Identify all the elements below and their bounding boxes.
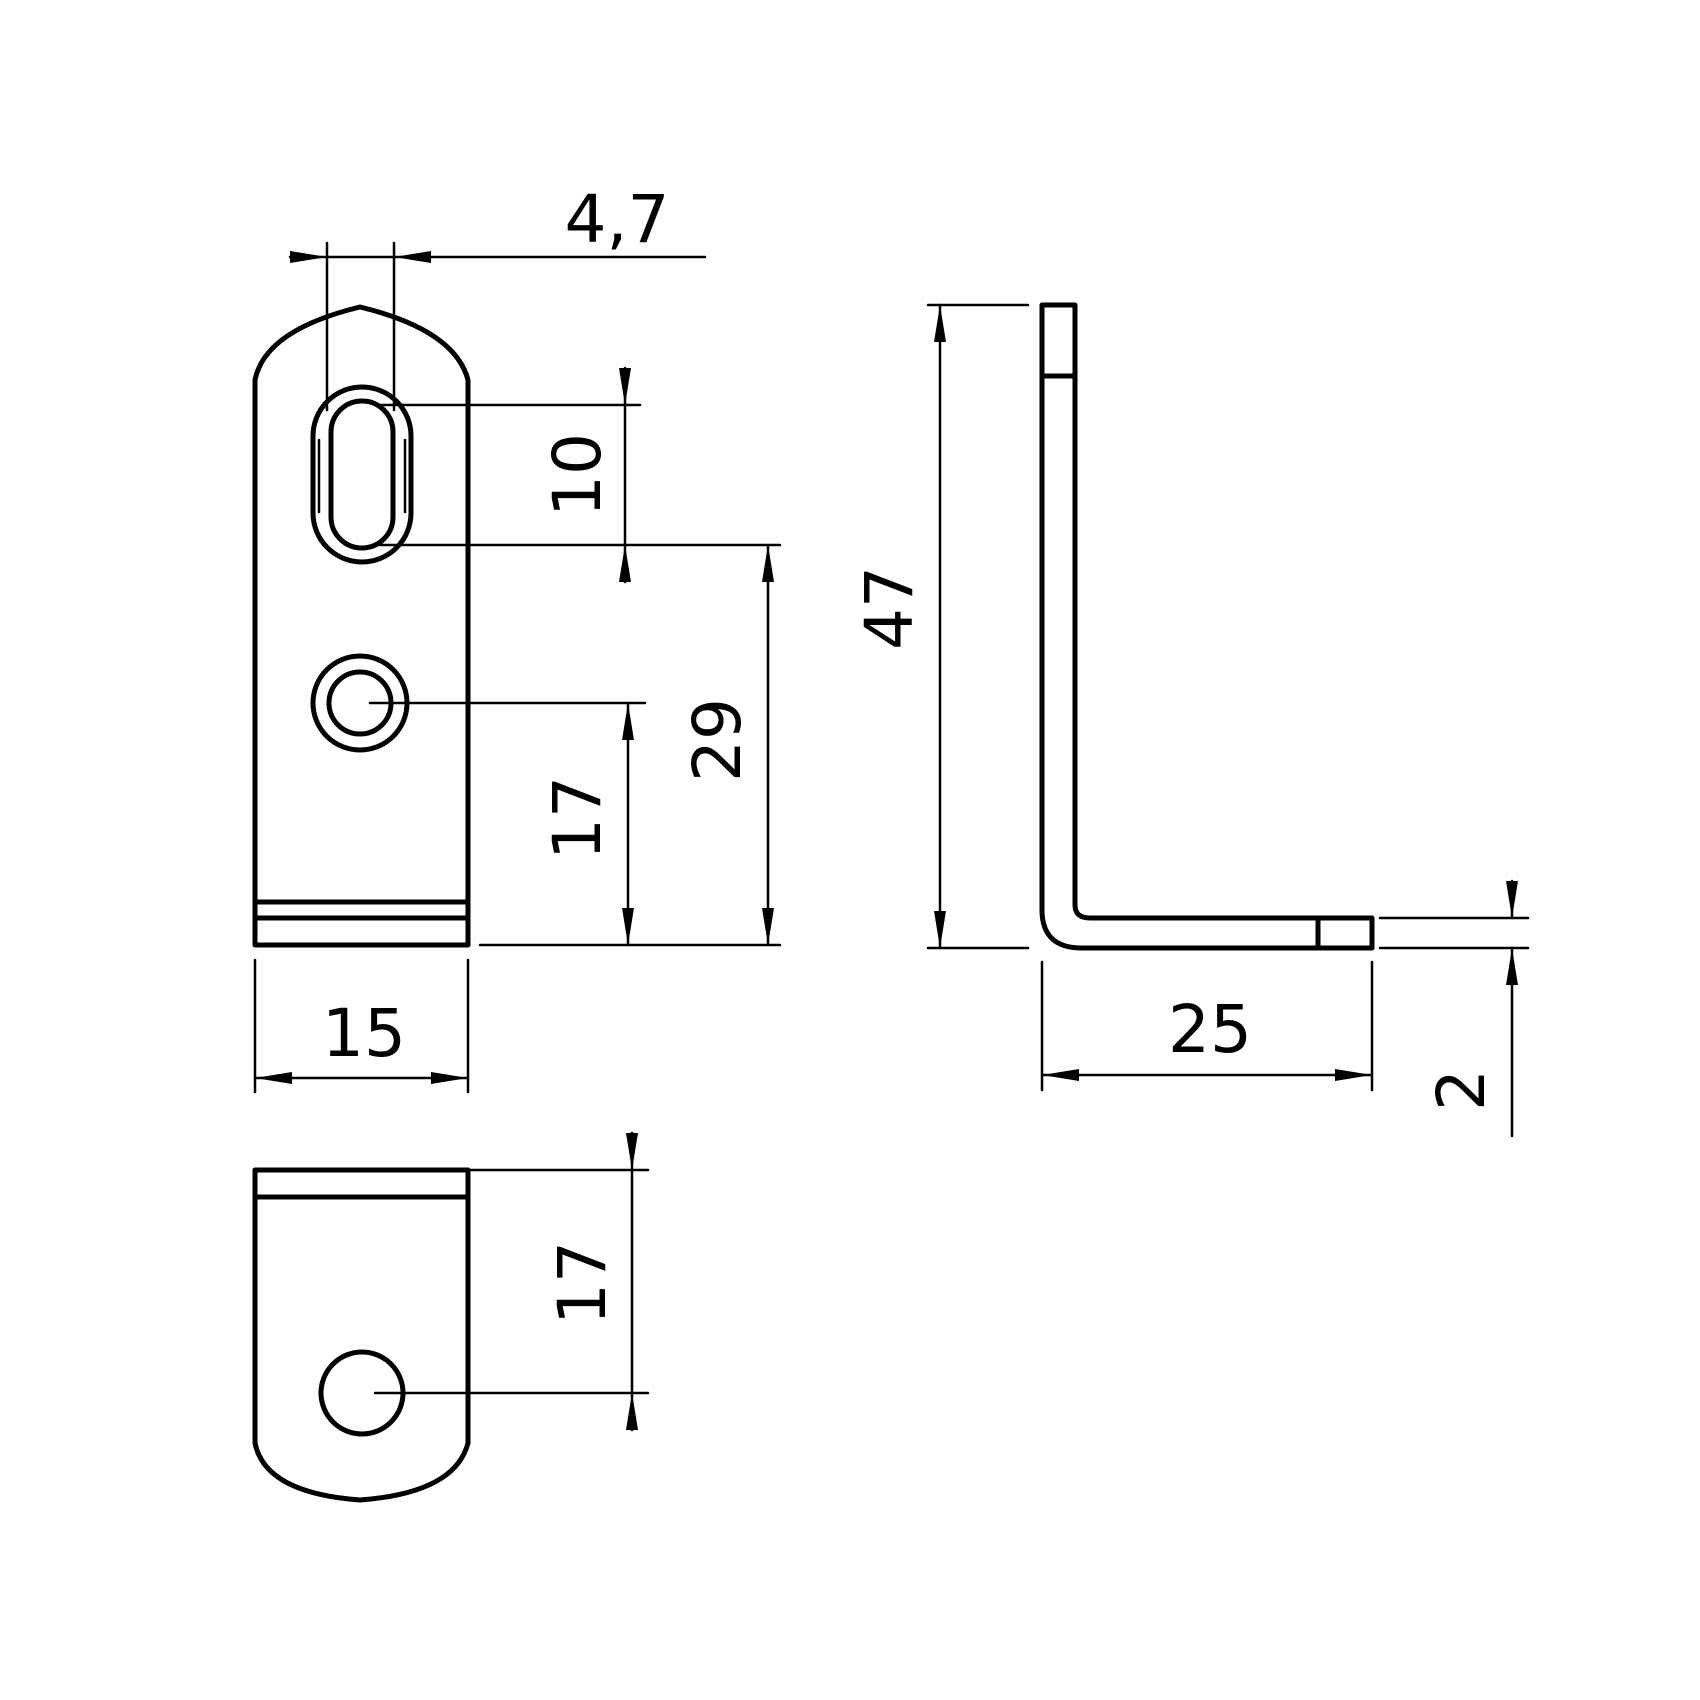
arrow-head (626, 1393, 638, 1430)
dimension-4-7: 4,7 (288, 181, 707, 412)
dimension-label-slot-length: 10 (539, 433, 616, 517)
arrow-head (1506, 881, 1518, 918)
side-view (1039, 302, 1375, 951)
arrow-head (762, 908, 774, 945)
arrow-head (1042, 1069, 1079, 1081)
slot-outer (310, 384, 414, 565)
arrow-head (290, 251, 327, 263)
dimension-47: 47 (851, 303, 1030, 950)
dimension-25: 25 (1040, 960, 1374, 1092)
dimension-label-hole-to-bottom: 17 (539, 776, 616, 860)
dimension-17-front: 17 (368, 701, 647, 947)
arrow-head (622, 703, 634, 740)
dimension-label-total-height: 47 (851, 566, 928, 650)
dimension-2: 2 (1378, 879, 1530, 1138)
bottom-view-outline (252, 1167, 471, 1503)
arrow-head (431, 1072, 468, 1084)
slot-inner (328, 398, 396, 551)
dimension-29: 29 (478, 543, 782, 947)
arrow-head (619, 545, 631, 582)
dimension-17-bottom: 17 (373, 1131, 650, 1432)
dimension-15: 15 (253, 958, 470, 1094)
arrow-head (394, 251, 431, 263)
arrow-head (762, 545, 774, 582)
dimension-label-leg-length: 25 (1168, 991, 1252, 1068)
arrow-head (626, 1133, 638, 1170)
dimension-label-bottom-hole-distance: 17 (544, 1241, 621, 1325)
arrow-head (1335, 1069, 1372, 1081)
front-view (252, 304, 471, 948)
arrow-head (934, 911, 946, 948)
arrow-head (619, 368, 631, 405)
dimension-label-slot-to-bottom: 29 (679, 698, 756, 782)
arrow-head (1506, 948, 1518, 985)
side-view-profile (1039, 302, 1375, 951)
dimension-label-thickness: 2 (1423, 1069, 1500, 1111)
arrow-head (934, 305, 946, 342)
arrow-head (622, 908, 634, 945)
dimension-10: 10 (378, 366, 782, 584)
arrow-head (255, 1072, 292, 1084)
front-view-outline (252, 304, 471, 948)
dimension-label-bracket-width: 15 (322, 995, 406, 1072)
dimension-label-slot-width: 4,7 (565, 181, 670, 258)
bottom-view (252, 1167, 471, 1503)
